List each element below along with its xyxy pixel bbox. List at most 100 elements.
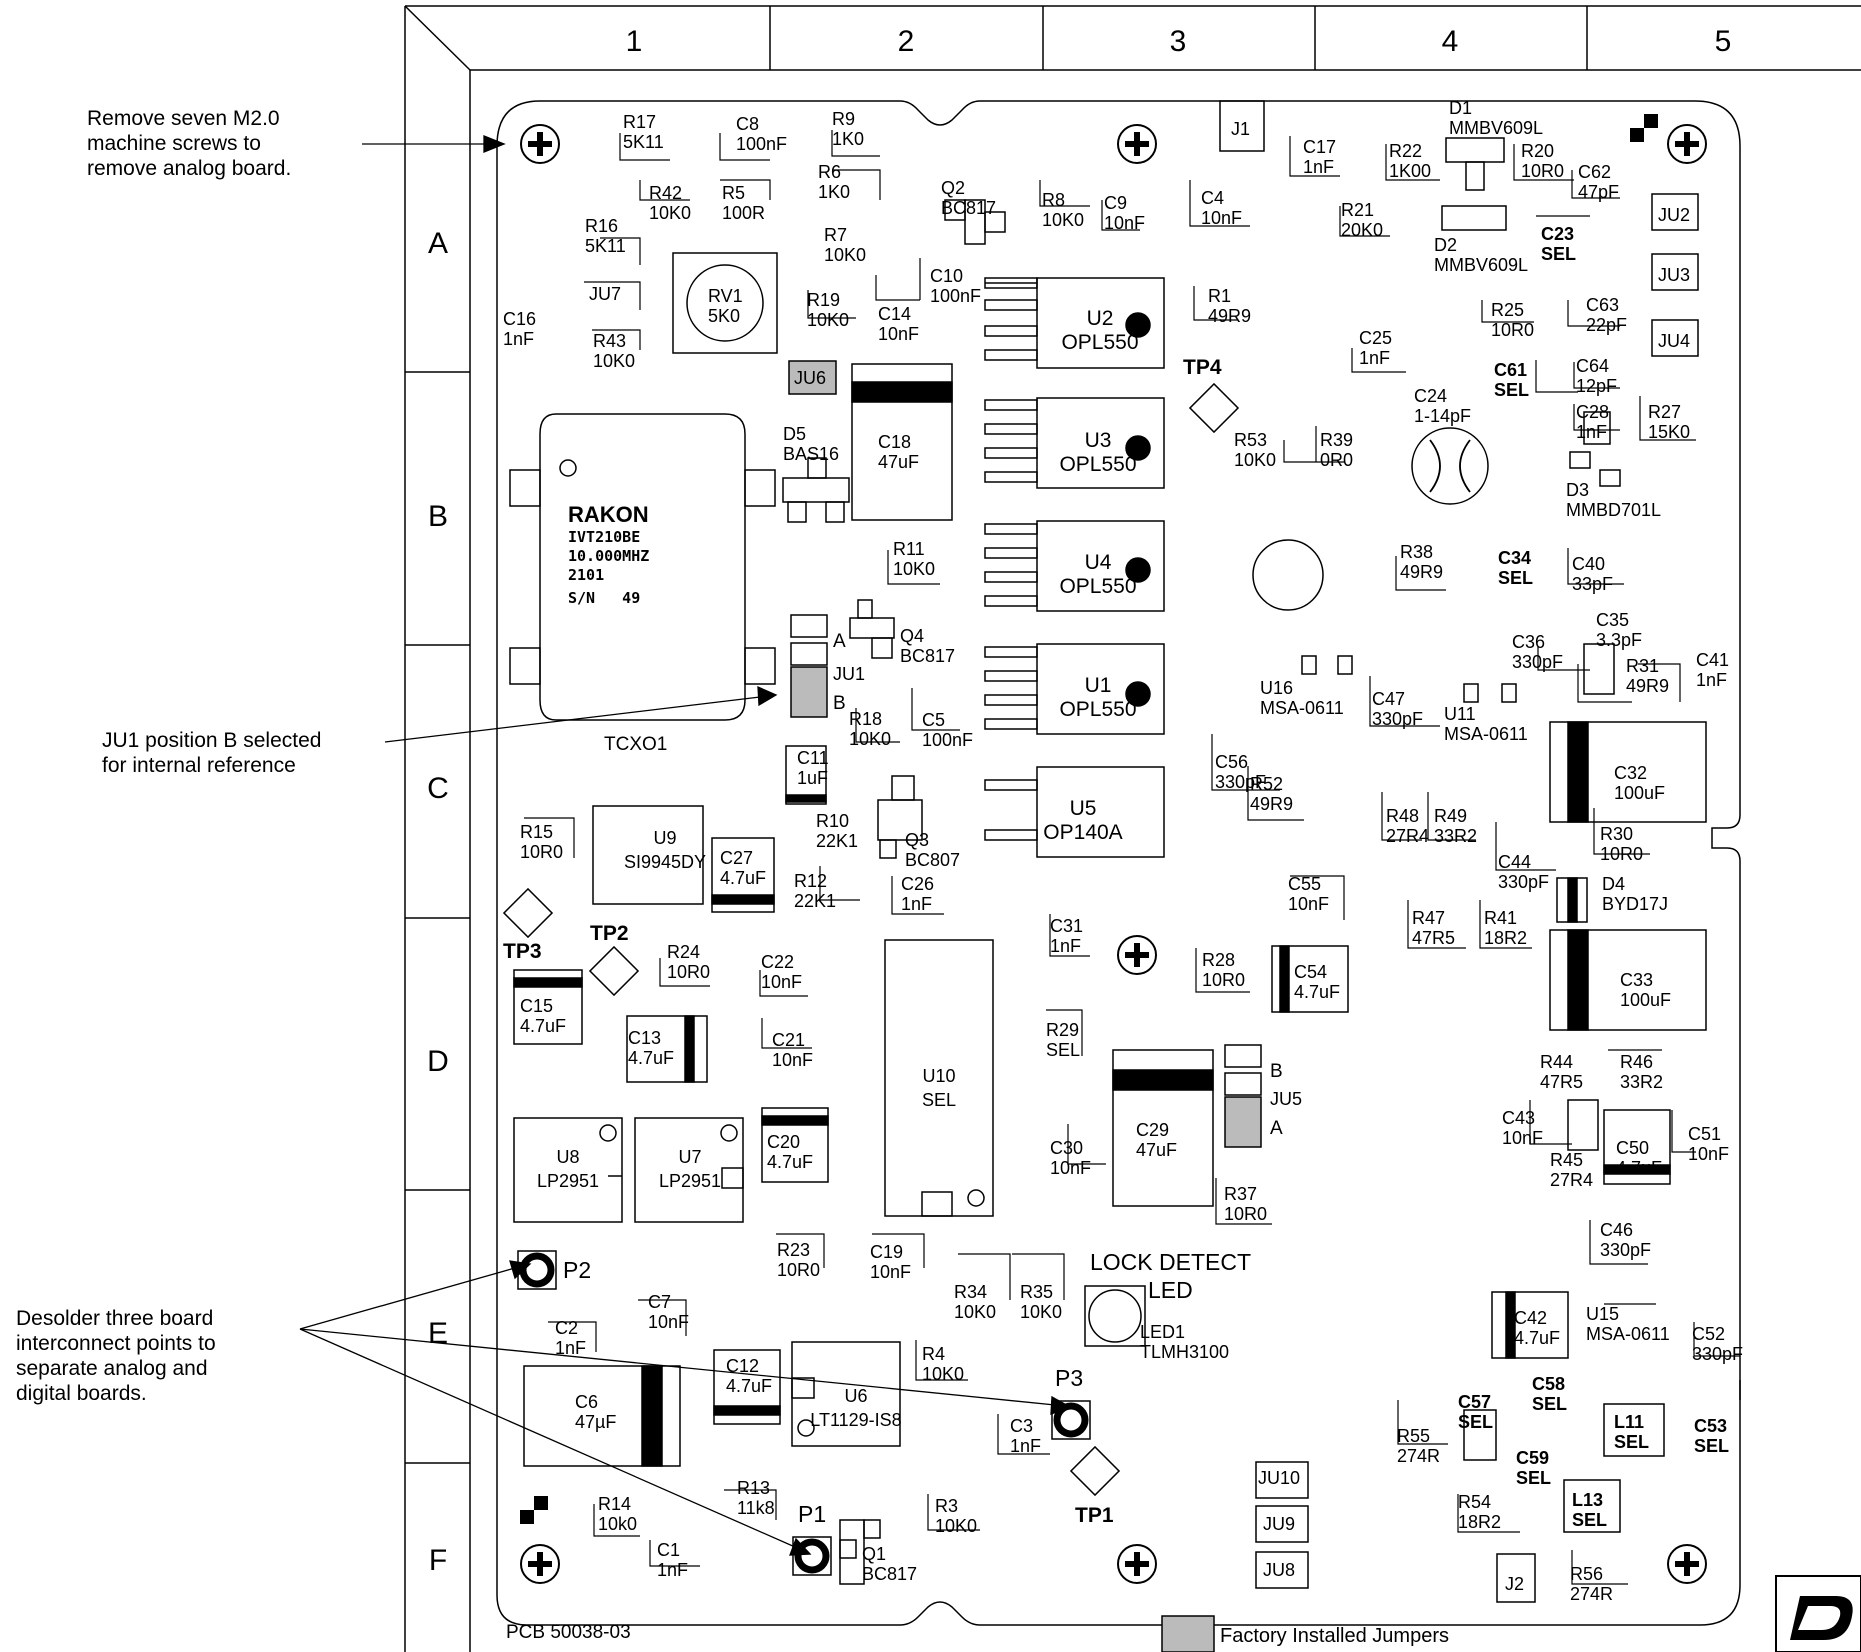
ic-u6-ref: U6 [844, 1386, 867, 1406]
label-c64-value: 12pF [1576, 376, 1617, 396]
label-c3-ref: C3 [1010, 1416, 1033, 1436]
label-c33-ref: C33 [1620, 970, 1653, 990]
amp-u11 [1463, 683, 1517, 703]
label-u16-ref: U16 [1260, 678, 1293, 698]
label-c40-ref: C40 [1572, 554, 1605, 574]
label-r35-value: 10K0 [1020, 1302, 1062, 1322]
ic-u4-ref: U4 [1085, 551, 1112, 574]
label-c25-ref: C25 [1359, 328, 1392, 348]
ju1-position-a: A [833, 631, 846, 652]
label-r46-value: 33R2 [1620, 1072, 1663, 1092]
label-c5-ref: C5 [922, 710, 945, 730]
label-q3-value: BC807 [905, 850, 960, 870]
label-q4-value: BC817 [900, 646, 955, 666]
polarized-capacitors [513, 363, 1707, 1467]
label-c9-value: 10nF [1104, 213, 1145, 233]
column-label-5: 5 [1715, 25, 1732, 58]
label-c58-ref: C58 [1532, 1374, 1565, 1394]
label-c40-value: 33pF [1572, 574, 1613, 594]
label-r55-value: 274R [1397, 1446, 1440, 1466]
label-c21-value: 10nF [772, 1050, 813, 1070]
tcxo-line-3: 10.000MHZ [568, 547, 649, 565]
label-r31-ref: R31 [1626, 656, 1659, 676]
label-r48-value: 27R4 [1386, 826, 1429, 846]
label-c52-ref: C52 [1692, 1324, 1725, 1344]
label-q2-value: BC817 [941, 198, 996, 218]
label-c3-value: 1nF [1010, 1436, 1041, 1456]
label-r10-ref: R10 [816, 811, 849, 831]
label-r5-value: 100R [722, 203, 765, 223]
label-r23-value: 10R0 [777, 1260, 820, 1280]
label-ju5-ref: JU5 [1270, 1089, 1302, 1109]
ic-u1-part: OPL550 [1059, 698, 1136, 721]
label-c2-value: 1nF [555, 1338, 586, 1358]
label-r12-value: 22K1 [794, 891, 836, 911]
label-r39-ref: R39 [1320, 430, 1353, 450]
label-d5-ref: D5 [783, 424, 806, 444]
label-r43-ref: R43 [593, 331, 626, 351]
label-r37-ref: R37 [1224, 1184, 1257, 1204]
label-r17-ref: R17 [623, 112, 656, 132]
test-points [502, 382, 1240, 1497]
component-labels: R175K11C8100nFR91K0R61K0R4210K0R5100RR16… [503, 98, 1743, 1604]
label-c36-ref: C36 [1512, 632, 1545, 652]
label-r15-value: 10R0 [520, 842, 563, 862]
label-r25-value: 10R0 [1491, 320, 1534, 340]
label-c8-value: 100nF [736, 134, 787, 154]
label-c42-value: 4.7uF [1514, 1328, 1560, 1348]
label-c56-value: 330pF [1215, 772, 1266, 792]
analog-board-outline [496, 100, 1741, 1400]
ic-u2-part: OPL550 [1061, 331, 1138, 354]
row-label-d: D [427, 1045, 449, 1078]
label-c46-value: 330pF [1600, 1240, 1651, 1260]
label-r19-ref: R19 [807, 290, 840, 310]
label-r28-value: 10R0 [1202, 970, 1245, 990]
label-r34-ref: R34 [954, 1282, 987, 1302]
label-ju1-ref: JU1 [833, 664, 865, 684]
label-u11-ref: U11 [1444, 704, 1476, 724]
label-c23-value: SEL [1541, 244, 1576, 264]
label-q3-ref: Q3 [905, 830, 929, 850]
label-ju3-ref: JU3 [1658, 265, 1690, 285]
label-c7-value: 10nF [648, 1312, 689, 1332]
label-ju4-ref: JU4 [1658, 331, 1690, 351]
label-c24-ref: C24 [1414, 386, 1447, 406]
label-ju9-ref: JU9 [1263, 1514, 1295, 1534]
label-c18-value: 47uF [878, 452, 919, 472]
label-r43-value: 10K0 [593, 351, 635, 371]
legend-label: Factory Installed Jumpers [1220, 1625, 1449, 1647]
label-r6-value: 1K0 [818, 182, 850, 202]
screw-icon [1117, 124, 1157, 164]
label-p2-ref: P2 [563, 1257, 591, 1283]
label-c27-value: 4.7uF [720, 868, 766, 888]
label-r3-ref: R3 [935, 1496, 958, 1516]
label-d5-value: BAS16 [783, 444, 839, 464]
label-ju8-ref: JU8 [1263, 1560, 1295, 1580]
label-u15-ref: U15 [1586, 1304, 1619, 1324]
label-c62-ref: C62 [1578, 162, 1611, 182]
label-d2-value: MMBV609L [1434, 255, 1528, 275]
label-c23-ref: C23 [1541, 224, 1574, 244]
label-r29-ref: R29 [1046, 1020, 1079, 1040]
capacitor-c15 [513, 969, 583, 1045]
capacitor-c6 [523, 1365, 681, 1467]
label-c55-value: 10nF [1288, 894, 1329, 914]
label-c4-value: 10nF [1201, 208, 1242, 228]
label-c26-ref: C26 [901, 874, 934, 894]
screw-icon [1667, 1544, 1707, 1584]
label-r55-ref: R55 [1397, 1426, 1430, 1446]
ic-u3-ref: U3 [1085, 429, 1112, 452]
label-r8-value: 10K0 [1042, 210, 1084, 230]
label-l11-value: SEL [1614, 1432, 1649, 1452]
label-c1-ref: C1 [657, 1540, 680, 1560]
ic-u9-ref: U9 [653, 828, 676, 848]
label-c63-ref: C63 [1586, 295, 1619, 315]
label-c53-ref: C53 [1694, 1416, 1727, 1436]
label-r21-ref: R21 [1341, 200, 1374, 220]
digital-board-outline [496, 790, 1741, 1626]
label-r54-ref: R54 [1458, 1492, 1491, 1512]
label-r47-value: 47R5 [1412, 928, 1455, 948]
label-r28-ref: R28 [1202, 950, 1235, 970]
ic-packages [513, 277, 1165, 1447]
